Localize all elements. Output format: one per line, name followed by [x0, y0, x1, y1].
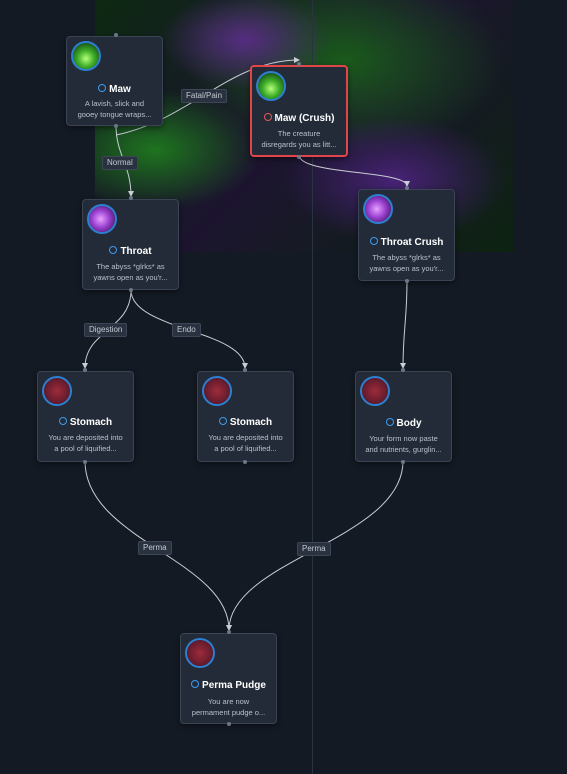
node-handle-top[interactable] [114, 33, 118, 37]
node-handle-bottom[interactable] [227, 722, 231, 726]
node-handle-bottom[interactable] [129, 288, 133, 292]
node-handle-top[interactable] [297, 62, 301, 66]
node-avatar-image [87, 204, 117, 234]
circle-outline-icon [191, 680, 200, 688]
node-handle-top[interactable] [83, 368, 87, 372]
node-handle-bottom[interactable] [297, 155, 301, 159]
circle-outline-icon [109, 246, 118, 254]
circle-outline-icon [385, 418, 394, 426]
edge-label-normal[interactable]: Normal [102, 156, 138, 170]
edge-label-endo[interactable]: Endo [172, 323, 201, 337]
node-handle-bottom[interactable] [83, 460, 87, 464]
circle-outline-icon [369, 237, 378, 245]
edge-label-digestion[interactable]: Digestion [84, 323, 128, 337]
canvas-divider [312, 0, 313, 774]
node-avatar-image [360, 376, 390, 406]
node-title: Throat Crush [380, 237, 444, 248]
edge-label-fatal-pain[interactable]: Fatal/Pain [181, 89, 228, 103]
node-handle-top[interactable] [129, 196, 133, 200]
node-handle-bottom[interactable] [405, 279, 409, 283]
edge-throat-crush-to-body[interactable] [400, 280, 408, 369]
node-handle-bottom[interactable] [401, 460, 405, 464]
node-handle-top[interactable] [401, 368, 405, 372]
node-avatar-image [363, 194, 393, 224]
circle-outline-icon [58, 417, 67, 425]
node-title: Maw (Crush) [274, 113, 335, 124]
edge-label-perma-left[interactable]: Perma [138, 541, 172, 555]
node-handle-bottom[interactable] [114, 124, 118, 128]
node-handle-top[interactable] [405, 186, 409, 190]
node-title: Body [396, 418, 422, 429]
circle-outline-icon [218, 417, 227, 425]
node-title: Stomach [229, 417, 273, 428]
node-avatar-image [42, 376, 72, 406]
crush-icon [263, 113, 272, 121]
node-title: Stomach [69, 417, 113, 428]
node-handle-top[interactable] [243, 368, 247, 372]
node-avatar-image [202, 376, 232, 406]
node-title: Perma Pudge [202, 680, 266, 691]
node-title: Maw [109, 84, 131, 95]
node-handle-top[interactable] [227, 630, 231, 634]
circle-outline-icon [98, 84, 107, 92]
node-avatar-image [71, 41, 101, 71]
edge-label-perma-right[interactable]: Perma [297, 542, 331, 556]
edge-maw-crush-to-throat-crush[interactable] [298, 154, 410, 187]
node-handle-bottom[interactable] [243, 460, 247, 464]
node-title: Throat [120, 246, 152, 257]
node-avatar-image [256, 71, 286, 101]
node-avatar-image [185, 638, 215, 668]
